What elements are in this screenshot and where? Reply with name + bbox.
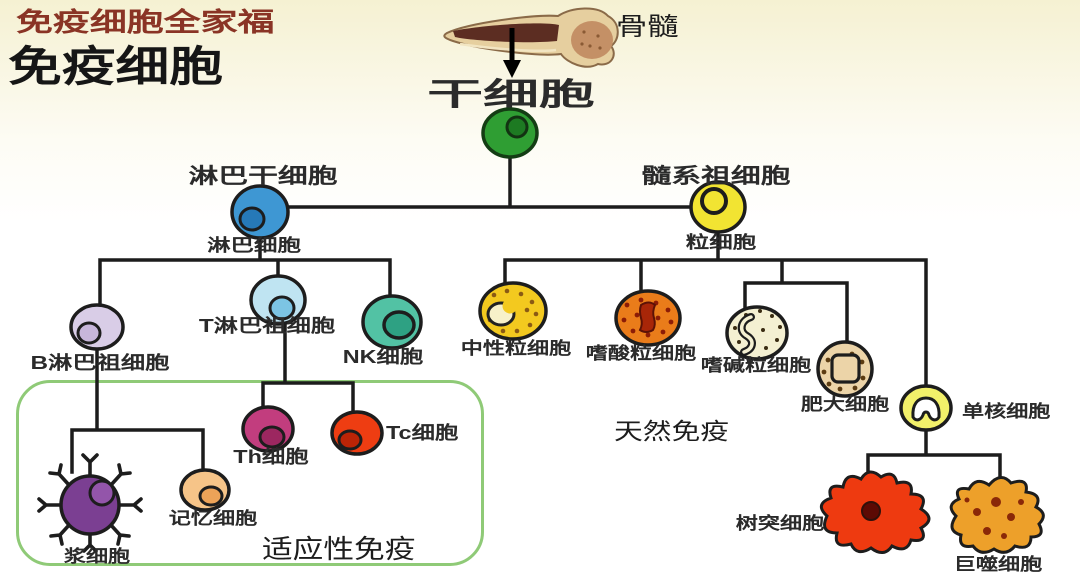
lymphocyte-branch-label: 淋巴细胞	[207, 236, 301, 255]
nk-cell-graphic	[361, 294, 423, 350]
b-progenitor-graphic	[69, 303, 125, 351]
stem-cell-graphic	[481, 107, 539, 159]
bone-marrow-illustration	[443, 7, 619, 68]
plasma-cell-label: 浆细胞	[63, 547, 131, 566]
page-title-large: 免疫细胞	[8, 43, 224, 90]
dendritic-cell-graphic	[819, 470, 931, 554]
t-progenitor-label: T淋巴祖细胞	[198, 316, 336, 336]
macrophage-graphic	[949, 476, 1045, 554]
tree-connectors	[70, 155, 1002, 492]
plasma-cell-graphic	[37, 453, 143, 553]
stem-cell-label: 干细胞	[427, 77, 595, 112]
tc-cell-label: Tc细胞	[386, 423, 459, 443]
neutrophil-label: 中性粒细胞	[460, 339, 572, 358]
th-cell-graphic	[241, 405, 295, 453]
mast-cell-graphic	[816, 340, 874, 398]
tc-cell-graphic	[330, 410, 384, 456]
arrow-down-icon	[503, 28, 521, 78]
eosinophil-graphic	[614, 289, 682, 347]
th-cell-label: Th细胞	[233, 447, 309, 467]
nk-cell-label: NK细胞	[342, 347, 424, 367]
neutrophil-graphic	[478, 281, 548, 341]
memory-cell-label: 记忆细胞	[168, 509, 258, 528]
basophil-label: 嗜碱粒细胞	[700, 356, 812, 375]
t-progenitor-graphic	[249, 274, 307, 326]
adaptive-immunity-label: 适应性免疫	[262, 535, 416, 564]
bone-marrow-label: 骨髓	[616, 14, 679, 41]
dendritic-cell-label: 树突细胞	[735, 514, 825, 533]
mast-cell-label: 肥大细胞	[800, 395, 890, 414]
lymphoid-stem-cell-graphic	[230, 184, 290, 240]
myeloid-progenitor-graphic	[689, 180, 747, 234]
monocyte-label: 单核细胞	[962, 402, 1051, 421]
adaptive-immunity-box	[16, 380, 484, 566]
myeloid-progenitor-label: 髓系祖细胞	[641, 165, 791, 188]
b-progenitor-label: B淋巴祖细胞	[30, 353, 170, 373]
macrophage-label: 巨噬细胞	[953, 555, 1043, 574]
lymphoid-stem-cell-label: 淋巴干细胞	[188, 165, 338, 188]
page-title-small: 免疫细胞全家福	[16, 7, 275, 37]
eosinophil-label: 嗜酸粒细胞	[585, 344, 697, 363]
innate-immunity-label: 天然免疫	[614, 419, 729, 444]
basophil-graphic	[725, 305, 789, 361]
memory-cell-graphic	[179, 468, 231, 512]
granulocyte-branch-label: 粒细胞	[685, 233, 757, 252]
monocyte-graphic	[899, 384, 953, 432]
